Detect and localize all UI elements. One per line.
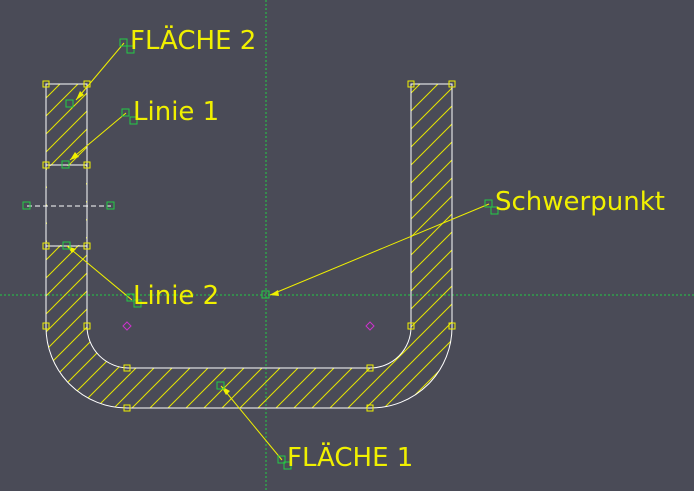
profile-grips[interactable] [42,80,456,412]
annotation-grips[interactable] [22,38,499,470]
arc-center-markers [122,321,375,331]
leader-lines [66,42,490,461]
leader-arrowheads [67,91,279,395]
label-flaeche-2[interactable]: FLÄCHE 2 [130,24,256,56]
u-profile-section[interactable] [45,83,453,409]
label-flaeche-1[interactable]: FLÄCHE 1 [287,441,413,473]
label-linie-1[interactable]: Linie 1 [133,97,219,127]
label-linie-2[interactable]: Linie 2 [133,281,219,311]
label-schwerpunkt[interactable]: Schwerpunkt [495,187,665,217]
